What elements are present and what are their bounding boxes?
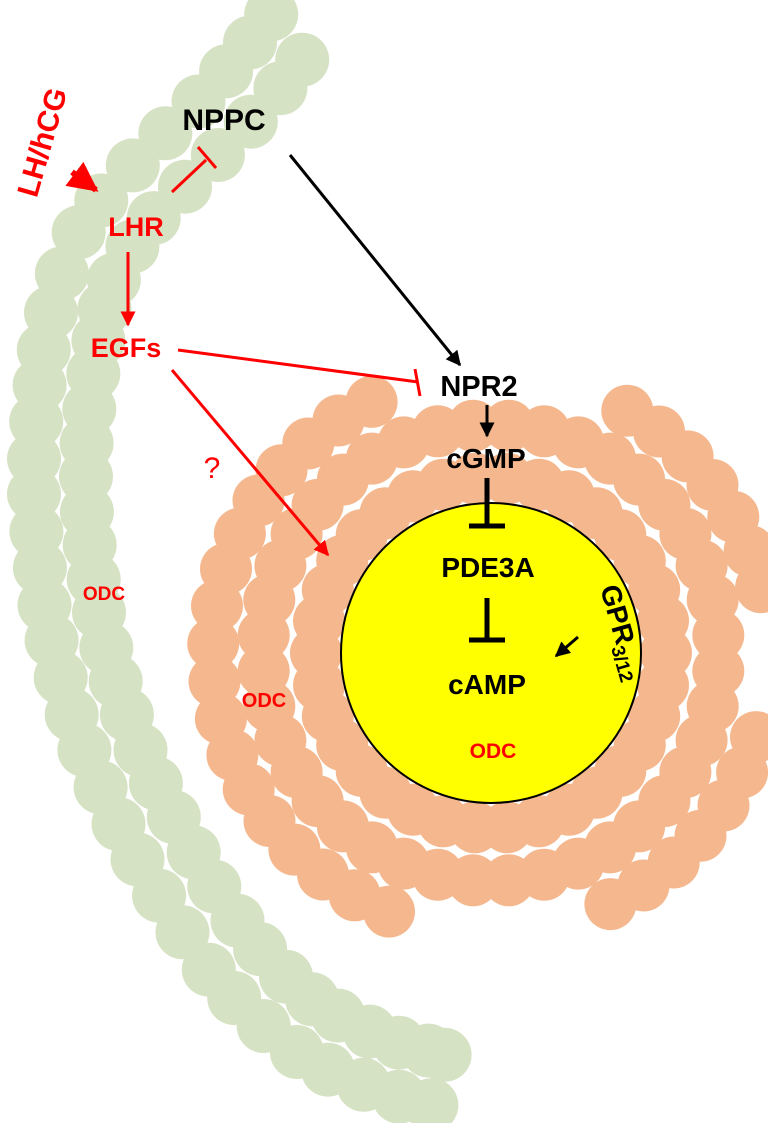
pde3a-label: PDE3A bbox=[441, 552, 534, 583]
cumulus-cell bbox=[187, 617, 240, 670]
egfs-inhibits-npr2-line bbox=[177, 348, 419, 384]
egfs-label: EGFs bbox=[91, 333, 162, 363]
egfs-inhibits-npr2-bar bbox=[413, 368, 422, 397]
cumulus-cell bbox=[188, 655, 241, 708]
mural-cell bbox=[155, 905, 210, 960]
odc-mural-label: ODC bbox=[83, 584, 126, 605]
question-mark-label: ? bbox=[204, 452, 221, 485]
mural-cell bbox=[105, 138, 160, 193]
camp-label: cAMP bbox=[448, 669, 526, 700]
nppc-label: NPPC bbox=[182, 104, 265, 137]
lhr-inhibits-nppc-bar bbox=[196, 146, 218, 169]
gpr-to-camp-arrow bbox=[554, 635, 579, 658]
mural-cell bbox=[417, 1027, 472, 1082]
npr2-label: NPR2 bbox=[440, 371, 517, 403]
cumulus-cell bbox=[237, 644, 290, 697]
odc-oocyte-label: ODC bbox=[470, 740, 517, 763]
mural-cell bbox=[404, 1078, 459, 1123]
lhr-inhibits-nppc-line bbox=[170, 158, 208, 194]
nppc-to-npr2-arrow bbox=[288, 154, 462, 367]
cumulus-cell bbox=[584, 878, 637, 931]
lhr-label: LHR bbox=[108, 212, 164, 242]
cumulus-cell bbox=[482, 854, 535, 907]
cumulus-cell bbox=[345, 375, 398, 428]
mural-cell bbox=[223, 94, 278, 149]
cumulus-cells bbox=[187, 375, 768, 938]
cgmp-label: cGMP bbox=[446, 443, 525, 474]
mural-granulosa-cells bbox=[7, 0, 472, 1123]
egfs-to-oocyte-arrow bbox=[170, 369, 330, 557]
mural-cell bbox=[51, 205, 106, 260]
lh-to-lhr-arrow bbox=[65, 161, 99, 193]
pathway-connectors bbox=[65, 146, 579, 658]
cumulus-cell bbox=[692, 609, 745, 662]
oocyte bbox=[340, 502, 642, 804]
cumulus-cell bbox=[735, 561, 768, 614]
odc-cumulus-label: ODC bbox=[242, 690, 286, 712]
cumulus-cell bbox=[637, 594, 689, 647]
lh-hcg-label: LH/hCG bbox=[12, 84, 74, 200]
